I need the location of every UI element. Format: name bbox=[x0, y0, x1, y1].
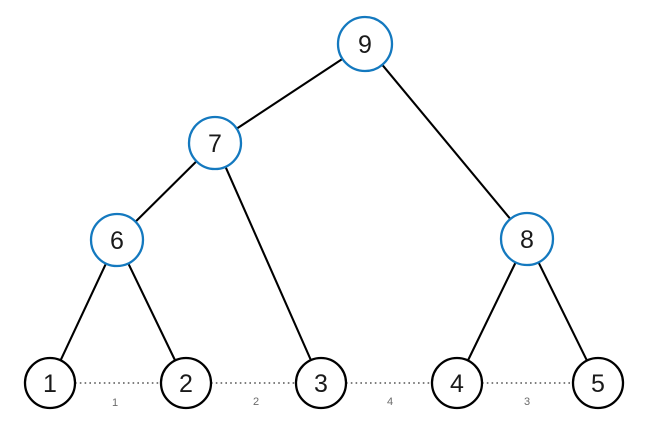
edge-weight-label-1-2: 1 bbox=[112, 397, 118, 409]
tree-node-8[interactable]: 8 bbox=[499, 211, 555, 267]
tree-edge-9-8 bbox=[381, 63, 512, 221]
tree-edge-8-4 bbox=[466, 261, 517, 362]
node-circle-5[interactable] bbox=[571, 356, 625, 410]
node-label-8: 8 bbox=[520, 226, 534, 254]
tree-node-3[interactable]: 3 bbox=[294, 356, 348, 410]
tree-edge-7-3 bbox=[224, 165, 312, 362]
node-label-7: 7 bbox=[208, 130, 222, 158]
edge-weight-label-3-4: 4 bbox=[387, 396, 393, 408]
node-label-1: 1 bbox=[43, 370, 57, 398]
node-circle-8[interactable] bbox=[499, 211, 555, 267]
node-label-6: 6 bbox=[110, 227, 124, 255]
node-label-3: 3 bbox=[314, 370, 328, 398]
node-circle-4[interactable] bbox=[430, 356, 484, 410]
edge-weight-label-layer: 1 2 4 3 bbox=[112, 396, 530, 409]
node-circle-7[interactable] bbox=[187, 115, 243, 171]
tree-node-1[interactable]: 1 bbox=[23, 356, 77, 410]
node-circle-3[interactable] bbox=[294, 356, 348, 410]
node-circle-9[interactable] bbox=[336, 15, 394, 73]
node-label-9: 9 bbox=[358, 31, 372, 59]
tree-node-4[interactable]: 4 bbox=[430, 356, 484, 410]
node-layer: 9 7 8 6 1 2 3 4 5 bbox=[23, 15, 625, 410]
tree-edge-layer bbox=[59, 57, 588, 362]
tree-node-9[interactable]: 9 bbox=[336, 15, 394, 73]
node-label-4: 4 bbox=[450, 370, 464, 398]
node-circle-1[interactable] bbox=[23, 356, 77, 410]
tree-node-5[interactable]: 5 bbox=[571, 356, 625, 410]
node-circle-6[interactable] bbox=[89, 212, 145, 268]
tree-edge-8-5 bbox=[537, 261, 588, 362]
node-circle-2[interactable] bbox=[159, 356, 213, 410]
node-label-2: 2 bbox=[179, 370, 193, 398]
tree-edge-7-6 bbox=[134, 160, 198, 223]
tree-node-6[interactable]: 6 bbox=[89, 212, 145, 268]
tree-node-2[interactable]: 2 bbox=[159, 356, 213, 410]
node-label-5: 5 bbox=[591, 370, 605, 398]
tree-edge-6-1 bbox=[59, 262, 108, 362]
edge-weight-label-4-5: 3 bbox=[524, 396, 530, 408]
tree-node-7[interactable]: 7 bbox=[187, 115, 243, 171]
tree-edge-6-2 bbox=[127, 262, 177, 362]
tree-edge-9-7 bbox=[235, 57, 344, 130]
edge-weight-label-2-3: 2 bbox=[253, 396, 259, 408]
